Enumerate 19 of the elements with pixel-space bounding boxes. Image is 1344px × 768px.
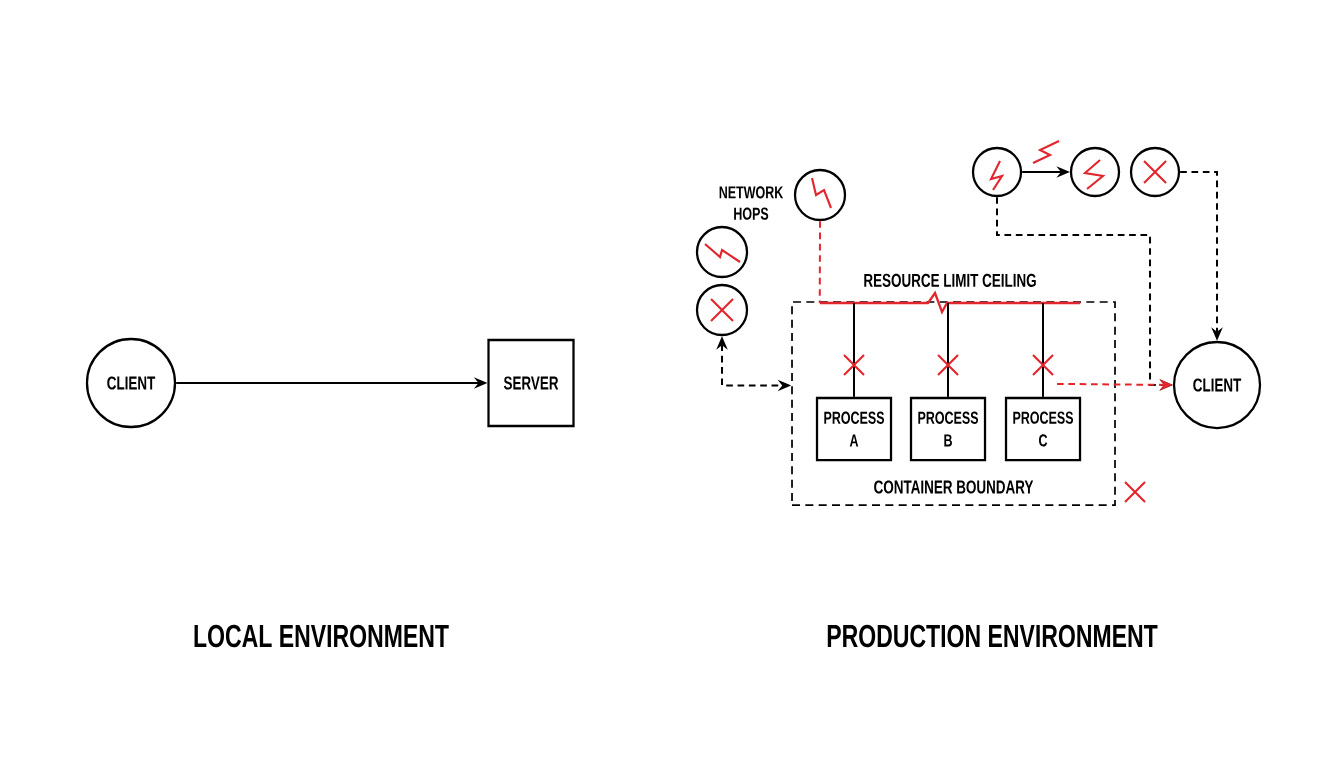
node-caption: NETWORK HOPS [719,186,784,220]
process-box: PROCESS C [1004,396,1082,462]
section-title: LOCAL ENVIRONMENT [194,624,449,648]
dashed-line [818,220,821,304]
square-box: SERVER [487,338,575,428]
circle-node [971,146,1023,198]
process-box: PROCESS A [815,396,893,462]
circle-node [793,168,847,222]
connector-line [1042,302,1044,398]
circle-node [695,283,749,337]
connector-line [947,302,949,398]
circle-node [1129,146,1181,198]
circle-node: CLIENT [85,337,177,429]
process-box: PROCESS B [909,396,987,462]
circle-node: CLIENT [1172,340,1262,430]
section-title: PRODUCTION ENVIRONMENT [827,624,1158,648]
circle-node [695,225,749,279]
circle-node [1069,146,1121,198]
connector-line [853,302,855,398]
